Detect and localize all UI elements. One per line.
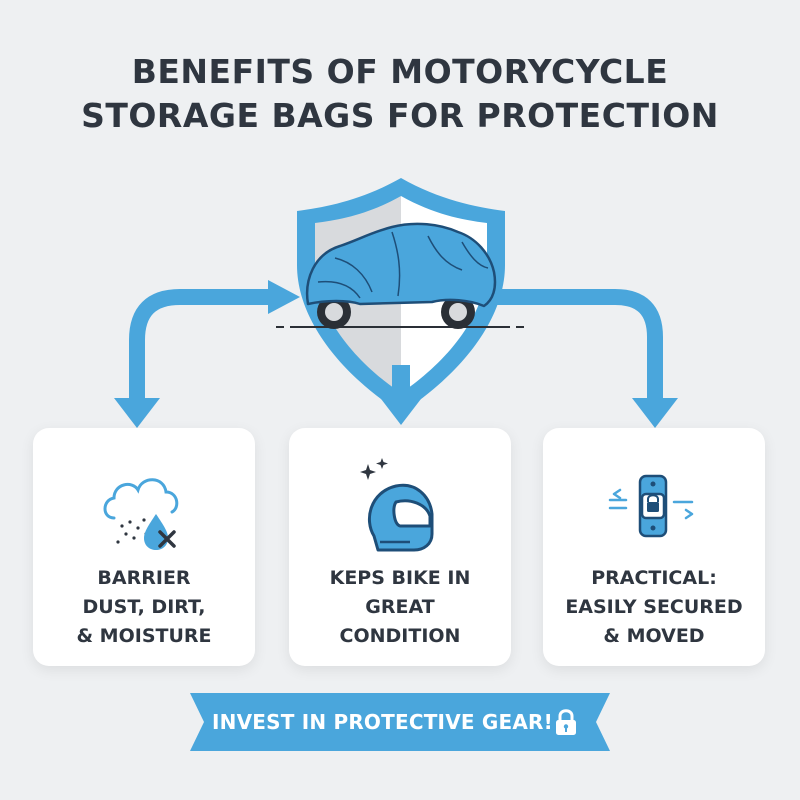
arrow-to-center-card (378, 365, 424, 425)
benefit-card-practical: PRACTICAL: EASILY SECURED & MOVED (543, 428, 765, 666)
label-line: DUST, DIRT, (82, 596, 206, 618)
arrow-to-left-card (114, 280, 300, 428)
arrow-to-right-card (492, 289, 678, 428)
cloud-droplet-cross-icon (103, 478, 179, 550)
covered-motorcycle-icon (276, 222, 524, 329)
label-line: EASILY SECURED (565, 596, 743, 618)
secured-strap-lock-icon (608, 474, 694, 538)
label-line: & MOISTURE (76, 625, 212, 647)
label-line: & MOVED (603, 625, 705, 647)
label-line: CONDITION (339, 625, 461, 647)
cta-label: INVEST IN PROTECTIVE GEAR! (212, 710, 553, 734)
cta-banner: INVEST IN PROTECTIVE GEAR! (190, 693, 610, 751)
title-line-1: BENEFITS OF MOTORYCYCLE (131, 52, 669, 91)
label-line: KEPS BIKE IN (329, 567, 471, 589)
benefit-label-barrier: BARRIER DUST, DIRT, & MOISTURE (43, 564, 245, 651)
label-line: BARRIER (97, 567, 191, 589)
benefit-card-barrier: BARRIER DUST, DIRT, & MOISTURE (33, 428, 255, 666)
benefit-label-practical: PRACTICAL: EASILY SECURED & MOVED (553, 564, 755, 651)
helmet-sparkle-icon (360, 458, 434, 552)
benefit-label-condition: KEPS BIKE IN GREAT CONDITION (299, 564, 501, 651)
lock-icon (556, 709, 576, 735)
title-line-2: STORAGE BAGS FOR PROTECTION (81, 96, 719, 135)
ribbon-shape (190, 693, 610, 751)
label-line: GREAT (365, 596, 435, 618)
benefit-card-condition: KEPS BIKE IN GREAT CONDITION (289, 428, 511, 666)
page-title: BENEFITS OF MOTORYCYCLE STORAGE BAGS FOR… (0, 50, 800, 138)
label-line: PRACTICAL: (591, 567, 717, 589)
